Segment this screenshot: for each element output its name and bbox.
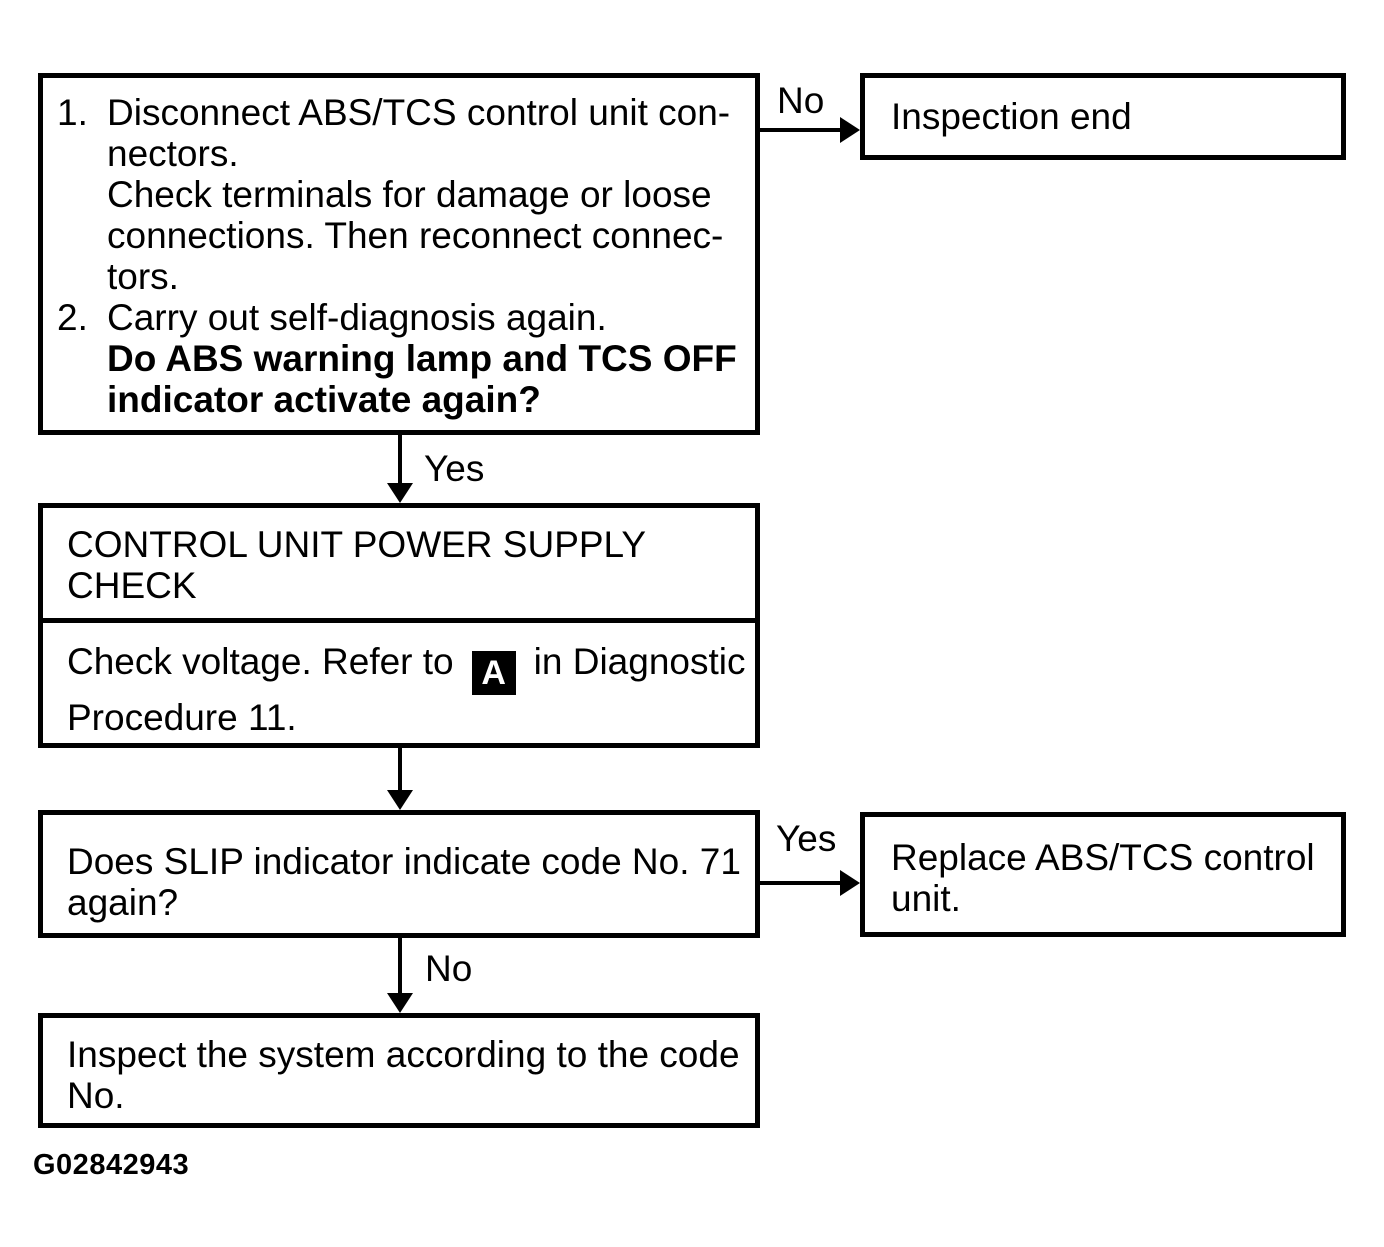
connector-yes-right [760,881,842,885]
body-before-badge: Check voltage. Refer to [67,641,454,682]
inspect-by-code-line: No. [67,1075,125,1116]
power-check-body-line: Procedure 11. [67,697,297,738]
connector-down-plain [398,748,402,792]
list-item-1: 1. Disconnect ABS/TCS control unit con- … [43,92,755,297]
arrowhead-right-icon [840,870,860,896]
node-inspect-by-code: Inspect the system according to the code… [38,1013,760,1128]
node-power-supply-check: CONTROL UNIT POWER SUPPLY CHECK Check vo… [38,503,760,748]
edge-label-yes-down: Yes [424,448,485,489]
inspect-by-code-line: Inspect the system according to the code [67,1034,740,1075]
step1-line: Disconnect ABS/TCS control unit con- [107,92,731,133]
arrowhead-down-icon [387,790,413,810]
arrowhead-right-icon [840,117,860,143]
step1-line: connections. Then reconnect connec- [107,215,724,256]
power-check-title-line: CHECK [67,565,197,606]
edge-label-yes-right: Yes [776,818,837,859]
slip-question-line: again? [67,882,179,923]
arrowhead-down-icon [387,483,413,503]
step1-line: Check terminals for damage or loose [107,174,712,215]
figure-id: G02842943 [33,1149,190,1181]
node-inspection-end: Inspection end [860,73,1346,160]
connector-no-down [398,938,402,995]
replace-unit-line: unit. [891,878,961,919]
replace-unit-line: Replace ABS/TCS control [891,837,1315,878]
reference-a-letter: A [481,654,506,692]
edge-label-no-top: No [777,80,825,121]
connector-yes-down [398,435,402,485]
step2-line: Carry out self-diagnosis again. [107,297,607,338]
arrowhead-down-icon [387,993,413,1013]
list-number-2: 2. [57,297,88,338]
power-check-title-line: CONTROL UNIT POWER SUPPLY [67,524,647,565]
step1-line: nectors. [107,133,239,174]
node-slip-code-question: Does SLIP indicator indicate code No. 71… [38,810,760,938]
inspection-end-text: Inspection end [891,96,1132,137]
slip-question-line: Does SLIP indicator indicate code No. 71 [67,841,741,882]
node-replace-unit: Replace ABS/TCS control unit. [860,812,1346,937]
list-item-2: 2. Carry out self-diagnosis again. Do AB… [43,297,755,420]
step1-line: tors. [107,256,179,297]
body-after-badge: in Diagnostic [533,641,746,682]
node-check-connectors: 1. Disconnect ABS/TCS control unit con- … [38,73,760,435]
power-check-title-cell: CONTROL UNIT POWER SUPPLY CHECK [43,508,755,623]
edge-label-no-down: No [425,948,473,989]
step2-question-line: indicator activate again? [107,379,541,420]
reference-a-badge: A [471,651,516,695]
list-number-1: 1. [57,92,88,133]
connector-no-top [760,128,842,132]
step2-question-line: Do ABS warning lamp and TCS OFF [107,338,737,379]
